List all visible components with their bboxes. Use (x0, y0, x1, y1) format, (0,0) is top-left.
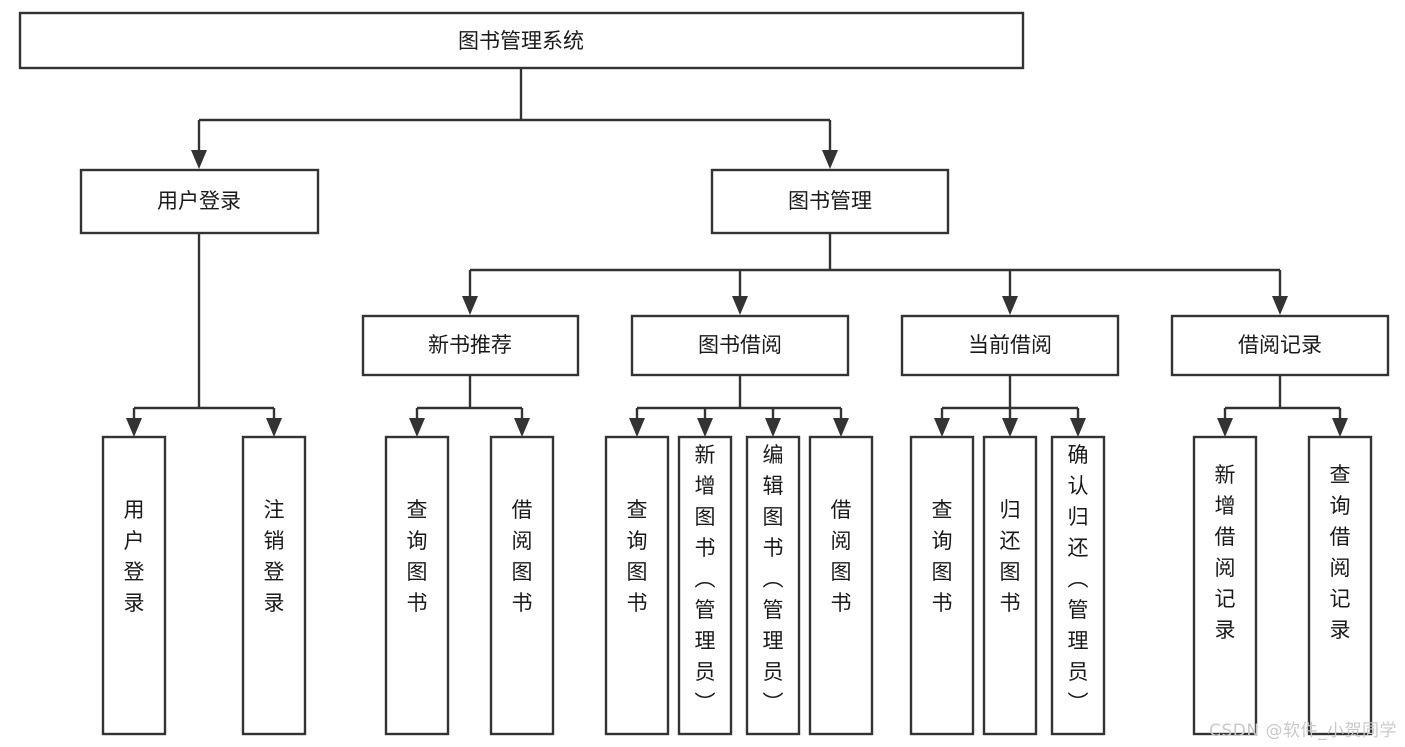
node-new-book-rec[interactable]: 新书推荐 (361, 314, 580, 377)
csdn-watermark: CSDN @软件_小贺同学 (1209, 721, 1397, 741)
node-leaf-user-login[interactable]: 用户登录 (101, 435, 167, 736)
node-leaf-edit-book[interactable]: 编辑图书︵管理员︶ (745, 435, 801, 736)
arrowhead-leaf-return-book (1002, 418, 1018, 437)
node-root-box[interactable] (18, 11, 1025, 70)
node-leaf-query-record-label: 查询借阅记录 (1330, 463, 1351, 642)
node-current-borrow[interactable]: 当前借阅 (900, 314, 1120, 377)
node-leaf-add-book[interactable]: 新增图书︵管理员︶ (677, 435, 733, 736)
node-leaf-borrow-book-1[interactable]: 借阅图书 (489, 435, 555, 736)
node-leaf-query-book-3-box[interactable] (909, 435, 975, 736)
node-leaf-user-login-label: 用户登录 (124, 498, 145, 615)
node-leaf-query-book-2[interactable]: 查询图书 (604, 435, 670, 736)
node-borrow-record-label: 借阅记录 (1238, 333, 1322, 357)
node-leaf-query-book-3-label: 查询图书 (932, 498, 953, 615)
node-book-borrow-label: 图书借阅 (698, 333, 782, 357)
arrowhead-user-login (191, 150, 207, 169)
arrowhead-leaf-edit-book (765, 418, 781, 437)
arrowhead-current-borrow (1002, 296, 1018, 315)
node-leaf-return-book-label: 归还图书 (1000, 498, 1021, 615)
node-leaf-user-login-box[interactable] (101, 435, 167, 736)
arrowhead-leaf-add-record (1217, 418, 1233, 437)
node-root[interactable]: 图书管理系统 (18, 11, 1025, 70)
node-leaf-add-book-label: 新增图书︵管理员︶ (695, 443, 716, 715)
arrowhead-leaf-query-record (1332, 418, 1348, 437)
node-leaf-query-record-box[interactable] (1307, 435, 1373, 736)
node-leaf-return-book-box[interactable] (982, 435, 1038, 736)
node-user-login[interactable]: 用户登录 (79, 168, 320, 235)
arrowhead-leaf-borrow-book-1 (514, 418, 530, 437)
arrowhead-leaf-logout (266, 418, 282, 437)
arrowhead-leaf-query-book-2 (629, 418, 645, 437)
arrowhead-leaf-query-book-3 (934, 418, 950, 437)
arrowhead-leaf-confirm-return (1070, 418, 1086, 437)
node-leaf-borrow-book-1-box[interactable] (489, 435, 555, 736)
node-leaf-confirm-return-label: 确认归还︵管理员︶ (1068, 443, 1089, 715)
node-leaf-add-record-box[interactable] (1192, 435, 1258, 736)
node-leaf-borrow-book-1-label: 借阅图书 (512, 498, 533, 615)
arrowhead-leaf-borrow-book-2 (833, 418, 849, 437)
node-leaf-query-book-2-label: 查询图书 (627, 498, 648, 615)
node-borrow-record[interactable]: 借阅记录 (1170, 314, 1390, 377)
node-leaf-confirm-return[interactable]: 确认归还︵管理员︶ (1050, 435, 1106, 736)
node-leaf-borrow-book-2-label: 借阅图书 (831, 498, 852, 615)
node-leaf-query-record[interactable]: 查询借阅记录 (1307, 435, 1373, 736)
node-current-borrow-label: 当前借阅 (968, 333, 1052, 357)
node-user-login-box[interactable] (79, 168, 320, 235)
node-leaf-query-book-1-label: 查询图书 (407, 498, 428, 615)
node-book-manage[interactable]: 图书管理 (710, 168, 950, 235)
node-book-borrow[interactable]: 图书借阅 (630, 314, 850, 377)
node-leaf-query-book-2-box[interactable] (604, 435, 670, 736)
arrowhead-leaf-add-book (697, 418, 713, 437)
arrowhead-new-book-rec (462, 296, 478, 315)
node-leaf-logout-box[interactable] (241, 435, 307, 736)
node-leaf-confirm-return-box[interactable] (1050, 435, 1106, 736)
node-new-book-rec-box[interactable] (361, 314, 580, 377)
node-new-book-rec-label: 新书推荐 (428, 333, 512, 357)
arrowhead-leaf-user-login (126, 418, 142, 437)
node-leaf-borrow-book-2[interactable]: 借阅图书 (808, 435, 874, 736)
node-leaf-borrow-book-2-box[interactable] (808, 435, 874, 736)
node-leaf-query-book-1[interactable]: 查询图书 (384, 435, 450, 736)
node-book-borrow-box[interactable] (630, 314, 850, 377)
node-leaf-edit-book-label: 编辑图书︵管理员︶ (763, 443, 784, 715)
node-leaf-query-book-1-box[interactable] (384, 435, 450, 736)
node-leaf-add-record-label: 新增借阅记录 (1215, 463, 1236, 642)
node-leaf-add-record[interactable]: 新增借阅记录 (1192, 435, 1258, 736)
arrowhead-borrow-record (1272, 296, 1288, 315)
arrowhead-book-manage (822, 150, 838, 169)
node-book-manage-box[interactable] (710, 168, 950, 235)
node-leaf-logout[interactable]: 注销登录 (241, 435, 307, 736)
arrowhead-book-borrow (732, 296, 748, 315)
node-leaf-edit-book-box[interactable] (745, 435, 801, 736)
node-leaf-logout-label: 注销登录 (264, 498, 285, 615)
node-current-borrow-box[interactable] (900, 314, 1120, 377)
node-leaf-add-book-box[interactable] (677, 435, 733, 736)
connector-layer (126, 68, 1348, 437)
node-user-login-label: 用户登录 (157, 189, 241, 213)
arrowhead-leaf-query-book-1 (409, 418, 425, 437)
node-book-manage-label: 图书管理 (788, 189, 872, 213)
node-borrow-record-box[interactable] (1170, 314, 1390, 377)
node-root-label: 图书管理系统 (458, 29, 584, 53)
node-leaf-return-book[interactable]: 归还图书 (982, 435, 1038, 736)
node-leaf-query-book-3[interactable]: 查询图书 (909, 435, 975, 736)
